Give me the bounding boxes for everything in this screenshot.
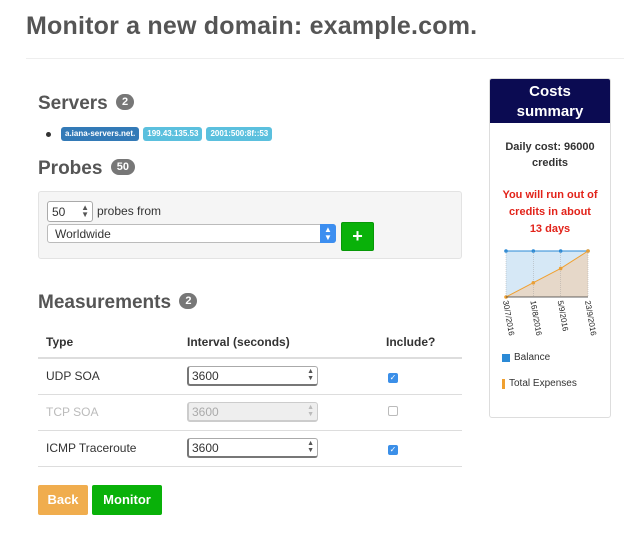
series-line-1: [505, 250, 589, 298]
interval-input[interactable]: 3600 ▲▼: [187, 438, 318, 458]
x-tick-label: 30/7/2016: [501, 300, 516, 337]
monitor-button[interactable]: Monitor: [92, 485, 162, 515]
probes-from-text: probes from: [97, 204, 162, 218]
column-header-interval: Interval (seconds): [179, 330, 378, 359]
data-point: [531, 280, 536, 285]
table-row: TCP SOA 3600 ▲▼: [38, 394, 462, 431]
measurement-type: ICMP Traceroute: [38, 430, 179, 467]
servers-heading: Servers 2: [38, 93, 135, 115]
series-area-1: [506, 251, 588, 297]
interval-value: 3600: [192, 441, 219, 455]
interval-value: 3600: [192, 369, 219, 384]
probe-quantity-value: 50: [52, 205, 66, 219]
data-point: [558, 266, 563, 271]
daily-cost-text: Daily cost: 96000 credits: [505, 141, 595, 169]
legend-item-balance: Balance: [502, 352, 550, 363]
x-tick-label: 16/8/2016: [528, 300, 543, 337]
column-header-type: Type: [38, 330, 179, 359]
x-tick-label: 5/9/2016: [556, 300, 570, 333]
legend-label-balance: Balance: [514, 352, 551, 363]
legend-swatch-balance: [502, 353, 510, 362]
legend-item-expenses: Total Expenses: [502, 378, 577, 389]
stepper-arrows-icon[interactable]: ▲▼: [81, 203, 89, 219]
stepper-arrows-icon: ▲▼: [307, 404, 314, 418]
list-bullet: [46, 131, 51, 137]
measurement-type: UDP SOA: [38, 358, 179, 395]
servers-heading-text: Servers: [38, 93, 108, 114]
measurements-table: Type Interval (seconds) Include? UDP SOA…: [38, 330, 462, 467]
probes-panel: 50 ▲▼ probes from Worldwide ▲▼ +: [38, 191, 462, 259]
probes-heading: Probes 50: [38, 158, 135, 180]
probes-heading-text: Probes: [38, 158, 103, 179]
title-divider: [26, 58, 624, 59]
region-select-value: Worldwide: [55, 227, 111, 241]
page-title: Monitor a new domain: example.com.: [26, 12, 478, 40]
interval-input: 3600 ▲▼: [187, 402, 318, 422]
add-probes-button[interactable]: +: [341, 222, 374, 251]
measurements-heading: Measurements 2: [38, 292, 198, 314]
region-select[interactable]: Worldwide ▲▼: [47, 224, 336, 243]
probe-quantity-stepper[interactable]: 50 ▲▼: [47, 201, 93, 222]
stepper-arrows-icon[interactable]: ▲▼: [307, 368, 314, 383]
costs-summary-header: Costs summary: [490, 79, 610, 123]
back-button[interactable]: Back: [38, 485, 88, 515]
costs-summary-title: Costs summary: [516, 83, 584, 120]
run-out-warning: You will run out of credits in about 13 …: [502, 189, 598, 235]
interval-value: 3600: [192, 405, 219, 419]
column-header-include: Include?: [378, 330, 462, 359]
select-arrows-icon[interactable]: ▲▼: [320, 224, 336, 243]
servers-count-badge: 2: [116, 93, 135, 110]
include-checkbox[interactable]: ✓: [388, 445, 398, 455]
costs-chart: 30/7/2016 16/8/2016 5/9/2016 23/9/2016: [501, 249, 598, 337]
legend-swatch-expenses: [502, 378, 505, 389]
measurements-count-badge: 2: [179, 292, 198, 309]
stepper-arrows-icon[interactable]: ▲▼: [307, 440, 314, 454]
server-ipv6-label: 2001:500:8f::53: [206, 127, 273, 141]
legend-label-expenses: Total Expenses: [509, 378, 577, 389]
server-ipv4-label: 199.43.135.53: [143, 127, 203, 141]
server-hostname-label: a.iana-servers.net.: [61, 127, 140, 141]
table-row: UDP SOA 3600 ▲▼ ✓: [38, 358, 462, 395]
measurement-type: TCP SOA: [38, 394, 179, 431]
server-list: a.iana-servers.net. 199.43.135.53 2001:5…: [46, 127, 273, 141]
table-header-row: Type Interval (seconds) Include?: [38, 330, 462, 359]
probes-count-badge: 50: [110, 158, 135, 175]
measurements-heading-text: Measurements: [38, 292, 172, 313]
table-row: ICMP Traceroute 3600 ▲▼ ✓: [38, 430, 462, 467]
include-checkbox: [388, 406, 398, 416]
interval-input[interactable]: 3600 ▲▼: [187, 366, 318, 387]
costs-summary-panel: Costs summary Daily cost: 96000 credits …: [489, 78, 611, 418]
include-checkbox[interactable]: ✓: [388, 373, 398, 384]
x-tick-label: 23/9/2016: [583, 300, 598, 337]
